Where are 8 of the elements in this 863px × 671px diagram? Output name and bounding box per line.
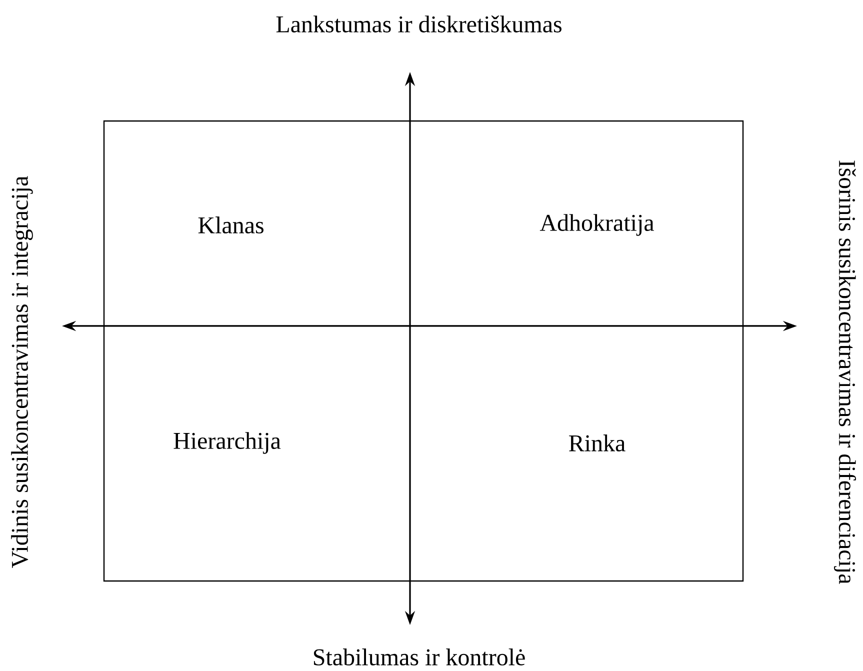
axis-label: Išorinis susikoncentravimas ir diferenciacija: [834, 160, 856, 584]
quadrant-label: Rinka: [569, 434, 626, 452]
axis-label: Vidinis susikoncentravimas ir integracija: [11, 176, 33, 568]
axis-label: Stabilumas ir kontrolė: [314, 648, 525, 666]
quadrant-label: Adhokratija: [540, 214, 654, 236]
axis-label: Lankstumas ir diskretiškumas: [276, 16, 562, 32]
quadrant-label: Hierarchija: [174, 432, 281, 454]
quadrant-label: Klanas: [198, 216, 264, 234]
